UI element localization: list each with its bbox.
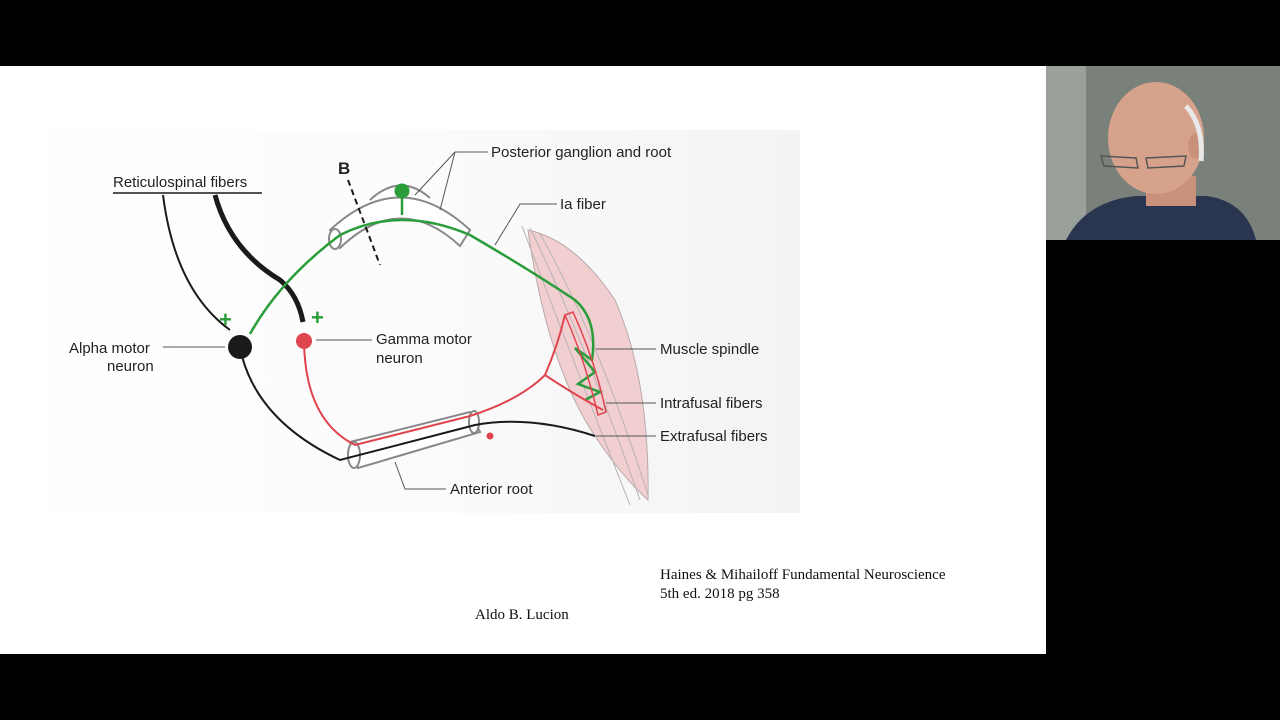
author-name: Aldo B. Lucion [475, 607, 569, 623]
intrafusal-fiber [563, 311, 607, 417]
reflex-diagram: Reticulospinal fibers B Posterior gangli… [69, 144, 768, 506]
b-label: B [338, 159, 350, 178]
alpha-motor-neuron-body [228, 335, 252, 359]
cut-line-b [347, 179, 381, 266]
presenter-glasses [1099, 155, 1187, 169]
webcam-feed [1046, 66, 1280, 240]
reticulospinal-fiber-thick [212, 194, 306, 323]
ia-fiber-label: Ia fiber [560, 196, 606, 213]
gamma-motor-label-line2: neuron [376, 350, 423, 367]
presenter-head [1108, 82, 1204, 194]
citation: Haines & Mihailoff Fundamental Neuroscie… [660, 566, 945, 604]
reticulospinal-fiber-thin [162, 194, 231, 331]
ia-fiber [248, 218, 604, 402]
alpha-motor-label-line2: neuron [107, 358, 154, 375]
red-marker [485, 431, 495, 441]
posterior-root [328, 196, 472, 250]
posterior-ganglion-label: Posterior ganglion and root [491, 144, 672, 161]
muscle-spindle-label: Muscle spindle [660, 341, 759, 358]
presenter-shirt [1066, 196, 1256, 240]
leader-anterior [394, 461, 446, 490]
alpha-motor-fiber [239, 347, 596, 462]
gamma-motor-neuron-body [296, 333, 312, 349]
anterior-root-label: Anterior root [450, 481, 533, 498]
alpha-plus-sign: + [219, 307, 232, 332]
leader-posterior [414, 151, 488, 211]
muscle-fibers [521, 225, 649, 506]
presenter-video [1046, 66, 1280, 240]
intrafusal-label: Intrafusal fibers [660, 395, 763, 412]
presenter-hair [1184, 104, 1204, 162]
reticulospinal-label: Reticulospinal fibers [113, 174, 247, 191]
ganglion-cell-body [394, 183, 410, 199]
citation-line2: 5th ed. 2018 pg 358 [660, 586, 780, 602]
gamma-plus-sign: + [311, 305, 324, 330]
alpha-motor-label-line1: Alpha motor [69, 340, 150, 357]
leader-ia [494, 203, 557, 246]
extrafusal-label: Extrafusal fibers [660, 428, 768, 445]
citation-line1: Haines & Mihailoff Fundamental Neuroscie… [660, 567, 946, 583]
presentation-slide: Reticulospinal fibers B Posterior gangli… [0, 66, 1046, 654]
gamma-motor-fiber [303, 314, 604, 447]
gamma-motor-label-line1: Gamma motor [376, 331, 472, 348]
